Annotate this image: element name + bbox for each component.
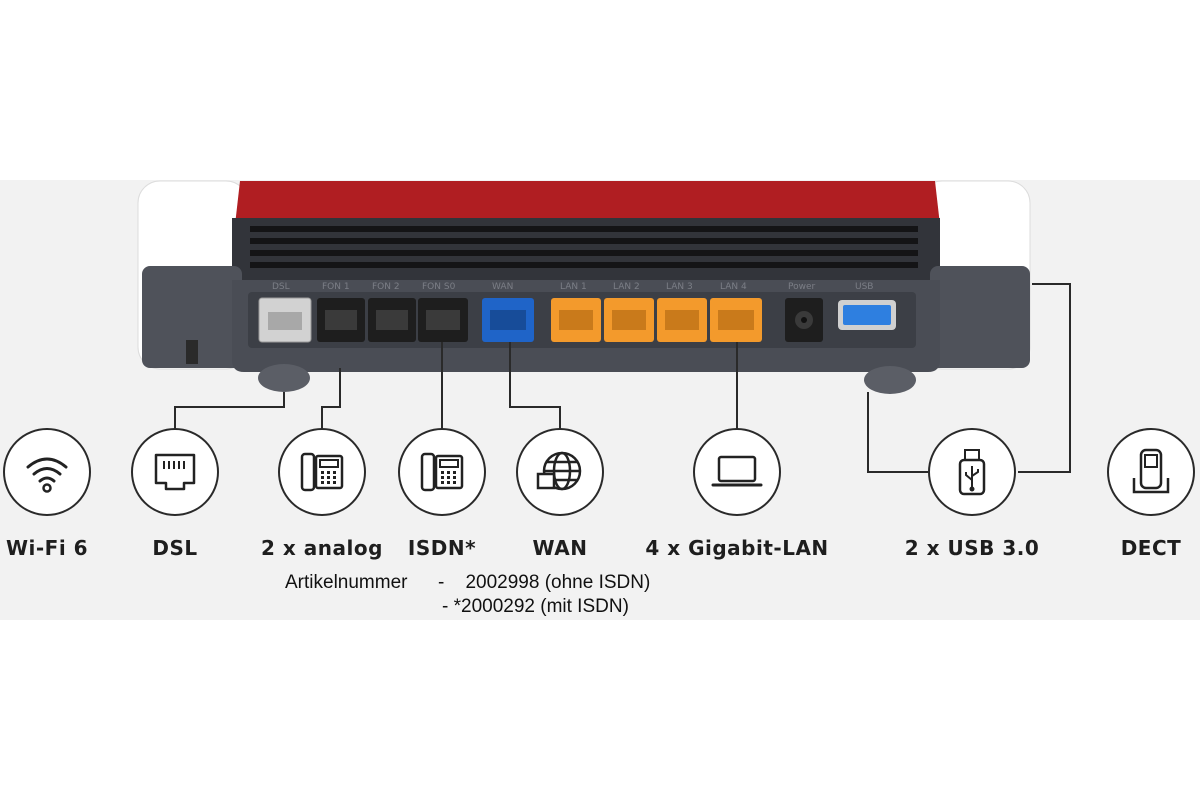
port-lan-2 xyxy=(604,298,654,342)
vent-slot xyxy=(250,226,918,232)
port-label: FON S0 xyxy=(422,282,456,292)
feature-label: WAN xyxy=(532,536,588,560)
feature-circle xyxy=(1107,428,1195,516)
vent-slot xyxy=(250,250,918,256)
feature-label: DSL xyxy=(152,536,198,560)
feature-circle xyxy=(928,428,1016,516)
article-number-label: Artikelnummer xyxy=(285,572,408,593)
feature-circle xyxy=(3,428,91,516)
port-fon-s0 xyxy=(418,298,468,342)
feature-wan: WAN xyxy=(485,428,635,560)
port-fon-2 xyxy=(368,298,416,342)
port-lan-1 xyxy=(551,298,601,342)
feature-dect: DECT xyxy=(1076,428,1200,560)
ethernet-port-icon xyxy=(154,453,196,491)
router-red-top xyxy=(235,181,940,225)
port-label: LAN 4 xyxy=(720,282,747,292)
left-foot xyxy=(258,364,310,392)
feature-circle xyxy=(131,428,219,516)
vent-slots xyxy=(250,226,918,268)
article-number-note: Artikelnummer - 2002998 (ohne ISDN) - *20… xyxy=(285,571,650,619)
port-usb xyxy=(838,300,896,330)
feature-circle xyxy=(516,428,604,516)
port-power xyxy=(785,298,823,342)
port-label: WAN xyxy=(492,282,513,292)
feature-label: Wi-Fi 6 xyxy=(5,536,89,560)
feature-usb: 2 x USB 3.0 xyxy=(897,428,1047,560)
port-labels: DSL FON 1 FON 2 FON S0 WAN LAN 1 LAN 2 L… xyxy=(272,282,873,292)
port-lan-3 xyxy=(657,298,707,342)
feature-circle xyxy=(278,428,366,516)
feature-analog: 2 x analog xyxy=(247,428,397,560)
port-label: LAN 2 xyxy=(613,282,640,292)
connector-lines xyxy=(174,283,1071,473)
feature-wifi: Wi-Fi 6 xyxy=(0,428,122,560)
feature-isdn: ISDN* xyxy=(367,428,517,560)
port-label: DSL xyxy=(272,282,290,292)
phone-icon xyxy=(300,452,344,492)
port-label: Power xyxy=(788,282,816,292)
port-label: LAN 3 xyxy=(666,282,693,292)
feature-circle xyxy=(693,428,781,516)
vent-slot xyxy=(250,238,918,244)
feature-label: DECT xyxy=(1120,536,1182,560)
right-foot xyxy=(864,366,916,394)
right-side-block xyxy=(930,266,1030,368)
feature-lan: 4 x Gigabit-LAN xyxy=(645,428,828,560)
cable-clip xyxy=(186,340,198,364)
port-dsl xyxy=(258,297,312,343)
feature-dsl: DSL xyxy=(100,428,250,560)
laptop-icon xyxy=(711,455,763,487)
globe-icon xyxy=(536,451,582,491)
phone-icon xyxy=(420,452,464,492)
port-lan-4 xyxy=(710,298,762,342)
port-label: USB xyxy=(855,282,873,292)
left-side-block xyxy=(142,266,242,368)
usb-stick-icon xyxy=(958,449,986,496)
port-label: FON 2 xyxy=(372,282,400,292)
feature-label: 2 x analog xyxy=(261,536,383,560)
article-number-line-2: - *2000292 (mit ISDN) xyxy=(442,596,629,617)
wifi-icon xyxy=(26,457,68,493)
feature-circle xyxy=(398,428,486,516)
port-fon-1 xyxy=(317,298,365,342)
feature-label: 2 x USB 3.0 xyxy=(904,536,1040,560)
feature-label: 4 x Gigabit-LAN xyxy=(645,536,829,560)
port-wan xyxy=(482,298,534,342)
port-label: FON 1 xyxy=(322,282,350,292)
feature-label: ISDN* xyxy=(407,536,477,560)
article-number-line-1: - 2002998 (ohne ISDN) xyxy=(438,572,651,593)
vent-slot xyxy=(250,262,918,268)
dect-handset-icon xyxy=(1132,448,1170,494)
port-label: LAN 1 xyxy=(560,282,587,292)
